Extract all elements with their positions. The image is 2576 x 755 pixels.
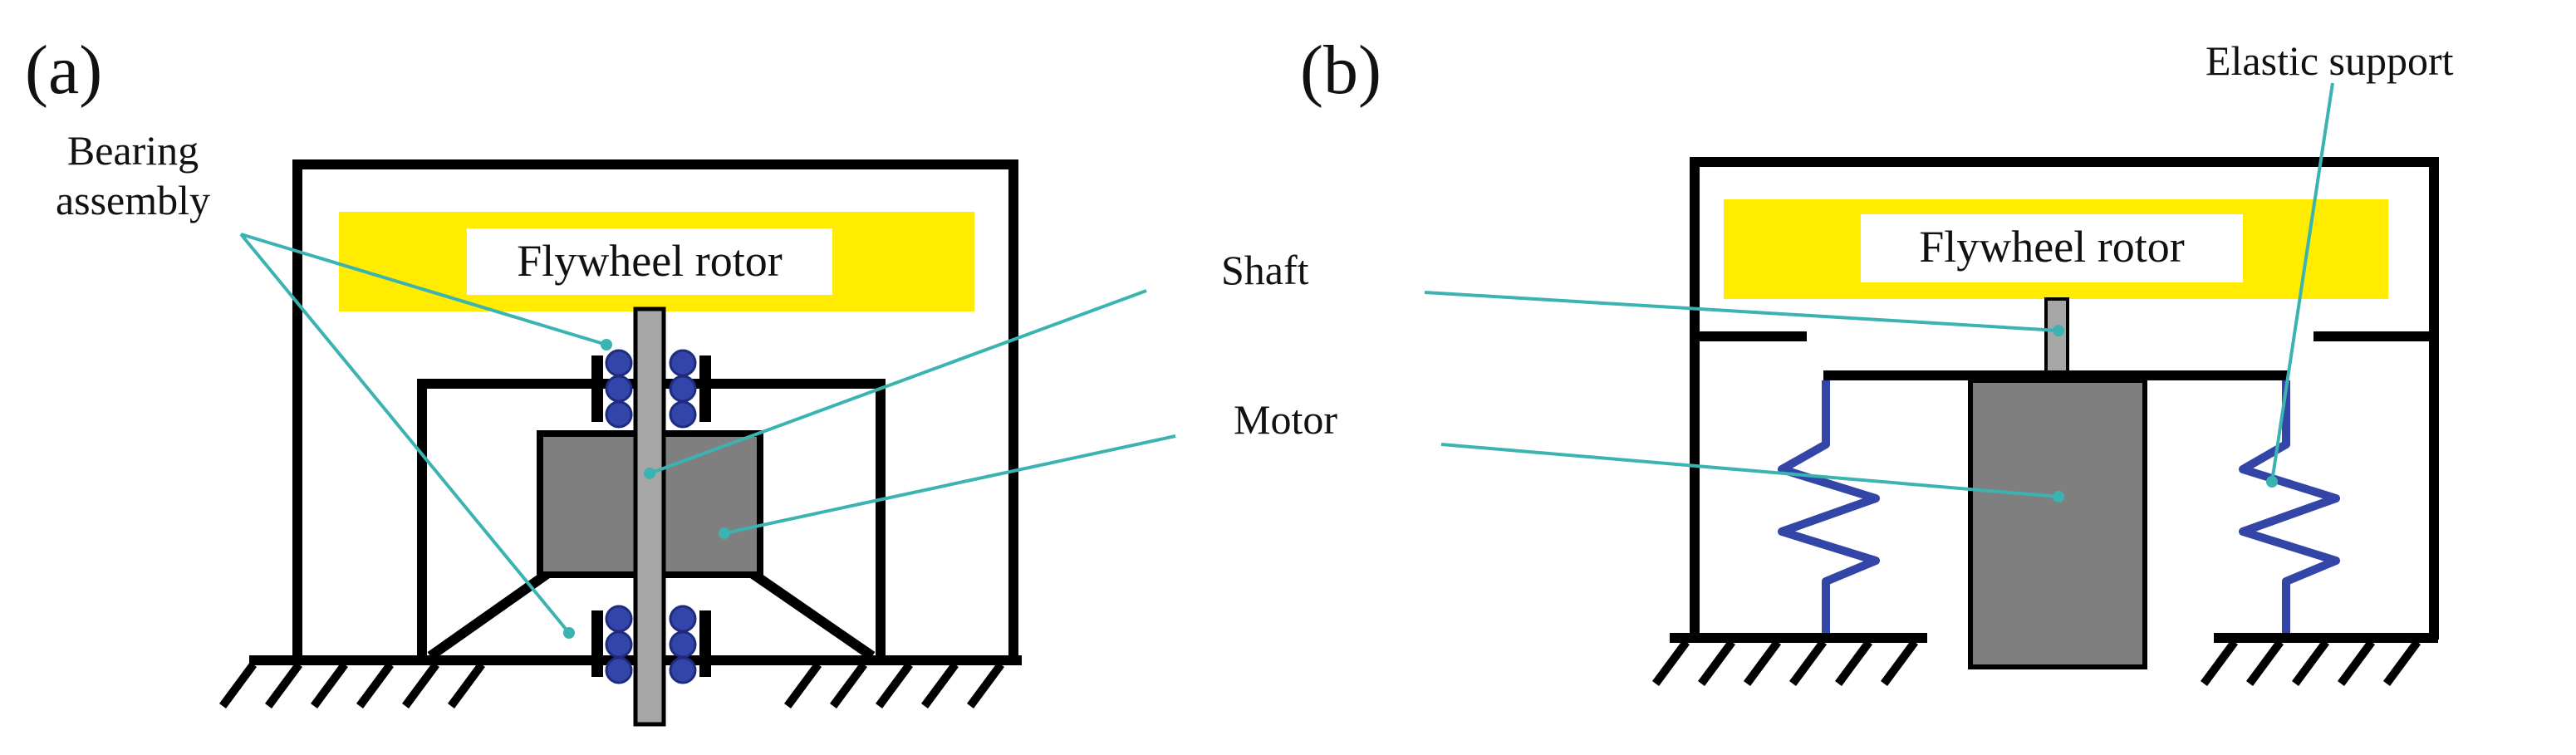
casing-b bbox=[1690, 157, 2439, 640]
rotor-b-label: Flywheel rotor bbox=[1919, 222, 2184, 272]
panel-a-letter: (a) bbox=[25, 32, 102, 109]
bearing-ball-icon bbox=[605, 605, 697, 684]
motor-b bbox=[1968, 378, 2147, 669]
spring-icon-right bbox=[2239, 380, 2340, 635]
casing-a bbox=[292, 159, 1018, 660]
bearing-ball-icon bbox=[605, 349, 697, 429]
leader-dots-a bbox=[563, 339, 730, 639]
ground-hatch-a-right bbox=[783, 662, 1005, 708]
brace-a-right bbox=[748, 569, 876, 660]
bearing-assembly-a-top bbox=[591, 349, 711, 429]
leader-dots-b bbox=[2053, 325, 2278, 503]
elastic-support-label: Elastic support bbox=[2206, 37, 2454, 84]
rotor-b-label-box bbox=[1861, 214, 2243, 282]
panel-a: (a) Flywheel rotor bbox=[25, 32, 1176, 727]
ground-hatch-b-right bbox=[2200, 640, 2421, 686]
shaft-b bbox=[2044, 297, 2069, 380]
ground-hatch-a-left bbox=[218, 662, 486, 708]
bearing-label-line2: assembly bbox=[56, 177, 210, 223]
ground-hatch-b-left bbox=[1651, 640, 1919, 686]
bearing-label-line1: Bearing bbox=[67, 127, 199, 174]
brace-a-left bbox=[427, 569, 552, 660]
bearing-assembly-a-bottom bbox=[591, 605, 711, 684]
spring-icon-left bbox=[1778, 380, 1880, 635]
motor-label: Motor bbox=[1234, 396, 1337, 443]
leaders-b bbox=[1424, 82, 2334, 498]
shaft-label: Shaft bbox=[1221, 247, 1309, 293]
leaders-a bbox=[239, 233, 1176, 635]
rotor-a-label: Flywheel rotor bbox=[517, 236, 782, 286]
rotor-a-label-box bbox=[467, 228, 832, 295]
panel-b: (b) Elastic support Flywheel rotor bbox=[1300, 32, 2454, 686]
shaft-a bbox=[633, 306, 666, 727]
panel-b-letter: (b) bbox=[1300, 32, 1381, 109]
